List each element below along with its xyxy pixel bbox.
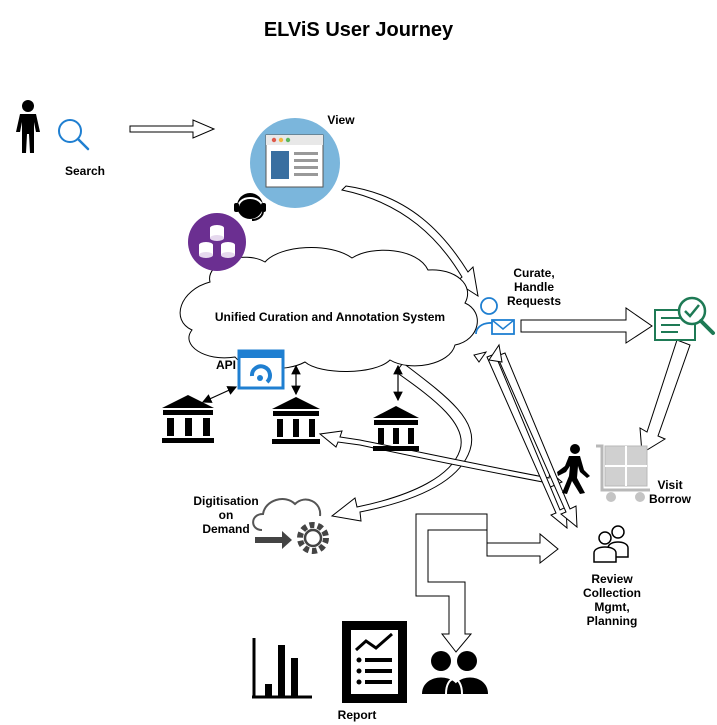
digitisation-label: Digitisation on Demand (193, 494, 259, 536)
visit-borrow-label: Visit Borrow (649, 478, 691, 506)
walking-person-icon (557, 444, 590, 494)
system-label: Unified Curation and Annotation System (214, 310, 446, 324)
database-icon (188, 213, 246, 271)
headset-user-icon (234, 193, 266, 221)
api-window-icon (237, 349, 285, 390)
museum-icon-3 (373, 406, 419, 451)
system-cloud (179, 247, 478, 372)
browser-window-icon (250, 118, 340, 208)
museum-icon-2 (272, 397, 320, 444)
report-label: Report (337, 708, 377, 722)
arrow-report-connector (415, 513, 559, 653)
view-label: View (327, 113, 355, 127)
api-label: API (215, 358, 236, 372)
arrow-curate-to-checklist (520, 307, 653, 344)
person-icon (16, 100, 40, 153)
user-mail-icon (475, 297, 515, 335)
curate-label: Curate, Handle Requests (506, 266, 562, 308)
group-icon (422, 651, 488, 695)
search-icon (58, 119, 90, 151)
arrow-curate-to-review (473, 351, 568, 530)
report-document-icon (342, 621, 407, 703)
museum-icon (162, 395, 214, 443)
arrow-search-to-view (129, 119, 216, 139)
review-label: Review Collection Mgmt, Planning (582, 572, 641, 628)
checklist-magnifier-icon (654, 296, 715, 341)
two-users-icon (593, 525, 629, 563)
arrow-checklist-to-cart (639, 339, 691, 454)
bar-chart-icon (252, 638, 312, 699)
arrow-review-to-curate (488, 343, 578, 529)
search-label: Search (64, 164, 106, 178)
cart-icon (596, 444, 650, 502)
api-link-arrow (201, 386, 238, 403)
arrow-system-to-digitisation (330, 362, 473, 522)
diagram-title: ELViS User Journey (263, 19, 454, 41)
cloud-settings-icon (252, 498, 329, 554)
